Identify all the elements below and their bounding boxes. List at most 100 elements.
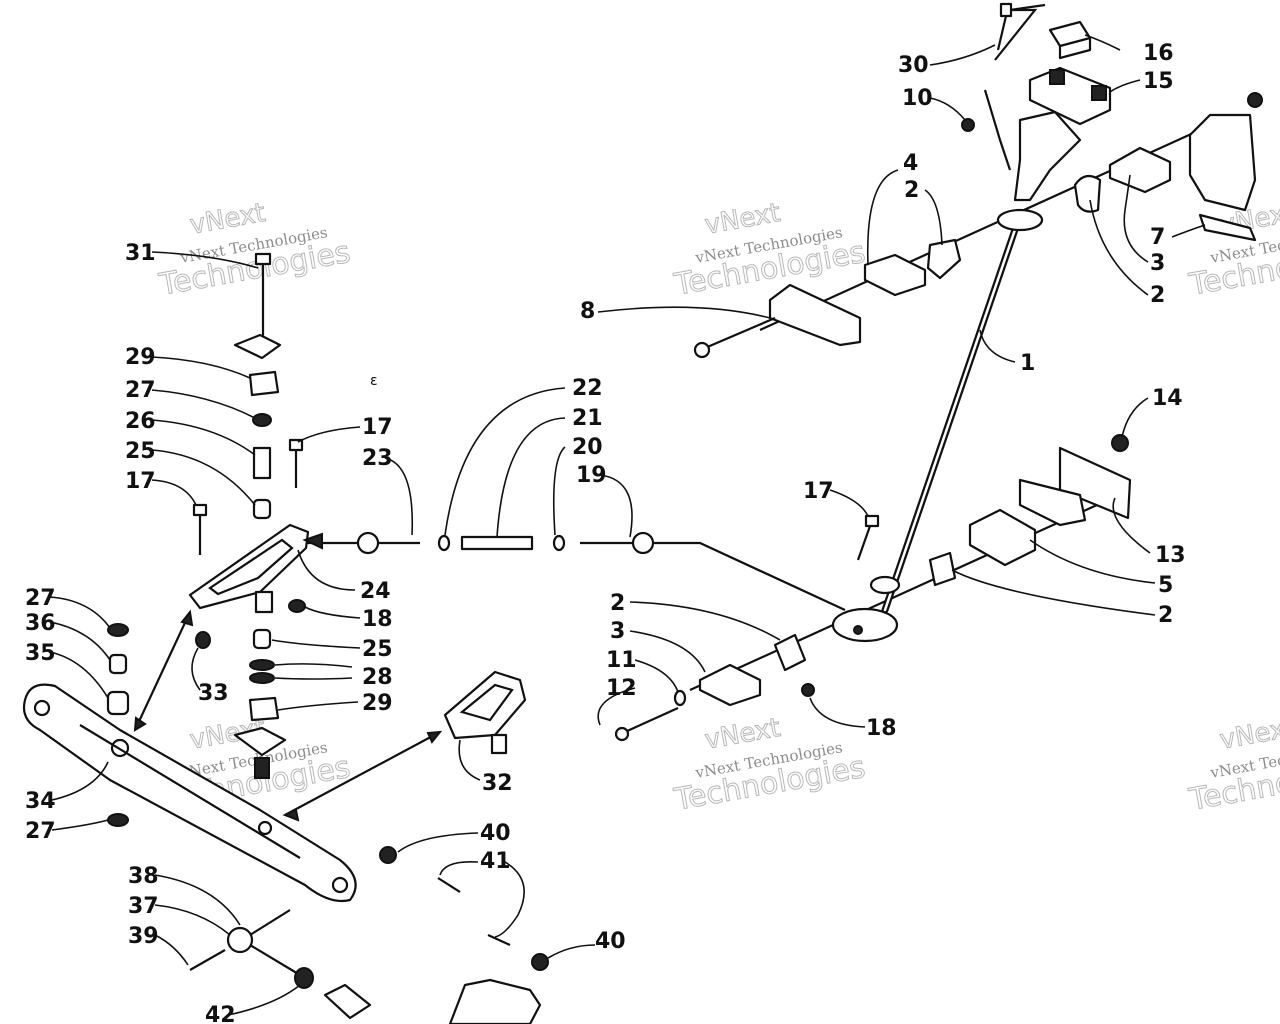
- bolt-8: [704, 316, 776, 350]
- callout-29-lower: 29: [362, 691, 393, 716]
- leader-lines: [49, 34, 1206, 1016]
- steering-post-lower-flange: [831, 607, 899, 643]
- callout-5: 5: [1158, 573, 1173, 598]
- callout-12: 12: [606, 676, 637, 701]
- nut-29-lower: [248, 696, 280, 722]
- callout-32: 32: [482, 771, 513, 796]
- pitman-arm-24: [188, 523, 310, 610]
- bolt-8-head: [693, 341, 711, 359]
- callout-24: 24: [360, 579, 391, 604]
- bolt-41-upper: [437, 877, 461, 893]
- callout-39: 39: [128, 924, 159, 949]
- steering-post-collar-lower: [869, 575, 901, 595]
- washer-27-left: [107, 623, 129, 637]
- nut-right-edge: [1247, 92, 1263, 108]
- callout-2-lower-right: 2: [1158, 603, 1173, 628]
- steering-arm-32-boss: [490, 733, 508, 755]
- bracket-7: [1188, 113, 1257, 212]
- callout-25-lower: 25: [362, 637, 393, 662]
- callout-36: 36: [25, 611, 56, 636]
- drag-link-34-hole-mid2: [257, 820, 273, 836]
- steering-post-shaft-highlight: [883, 213, 1022, 612]
- break-line-mid: [983, 89, 1012, 171]
- washer-11: [673, 689, 687, 707]
- nut-18-left: [288, 599, 306, 613]
- bolt-30: [996, 2, 1013, 51]
- drag-link-34-edge: [79, 724, 301, 859]
- watermark-brand-short: vNext: [1218, 713, 1280, 756]
- break-line-top: [994, 3, 1046, 61]
- callout-19: 19: [576, 463, 607, 488]
- plate-13-bracket: [1018, 478, 1087, 527]
- callout-23: 23: [362, 446, 393, 471]
- callout-10: 10: [902, 86, 933, 111]
- washer-27-top: [252, 413, 272, 427]
- callout-22: 22: [572, 376, 603, 401]
- callout-11: 11: [606, 648, 637, 673]
- callout-4: 4: [903, 151, 918, 176]
- rod-end-23: [356, 531, 380, 555]
- bearing-half-2-lower-left: [773, 633, 807, 672]
- nut-20: [552, 534, 566, 552]
- washer-28-a: [249, 659, 275, 671]
- tie-rod-lower-piece: [323, 983, 372, 1020]
- support-8: [768, 283, 862, 347]
- callout-28: 28: [362, 665, 393, 690]
- callout-37: 37: [128, 894, 159, 919]
- spindle-bottom: [448, 978, 542, 1024]
- callout-15: 15: [1143, 69, 1174, 94]
- callout-27-left: 27: [25, 586, 56, 611]
- callout-16: 16: [1143, 41, 1174, 66]
- callout-25-top: 25: [125, 439, 156, 464]
- steering-arm-32-inner: [459, 683, 514, 722]
- bearing-half-2-upper-left: [926, 238, 962, 280]
- clamp-16: [1048, 20, 1092, 60]
- callout-labels: 30 16 15 10 4 2 3 2 7 8 1 14 13 5 2 17 2…: [25, 41, 1186, 1024]
- watermark-brand-short: vNext: [188, 198, 268, 241]
- callout-26: 26: [125, 409, 156, 434]
- callout-35: 35: [25, 641, 56, 666]
- bolt-17-steering: [856, 514, 880, 561]
- callout-7: 7: [1150, 225, 1165, 250]
- callout-17-right: 17: [362, 415, 393, 440]
- callout-42: 42: [205, 1003, 236, 1024]
- callout-40-upper: 40: [480, 821, 511, 846]
- callout-31: 31: [125, 241, 156, 266]
- callout-27-top: 27: [125, 378, 156, 403]
- plate-13: [1058, 446, 1132, 520]
- nut-29-top: [248, 370, 280, 397]
- callout-29-top: 29: [125, 345, 156, 370]
- plate-31: [233, 333, 282, 360]
- callout-33: 33: [198, 681, 229, 706]
- nut-22: [437, 534, 451, 552]
- drag-link-34-hole-right: [331, 876, 349, 894]
- callout-13: 13: [1155, 543, 1186, 568]
- cap-4: [863, 253, 927, 297]
- callout-1: 1: [1020, 351, 1035, 376]
- drag-link-34: [22, 683, 357, 903]
- spacer-36: [108, 653, 128, 675]
- watermark-brand-short: vNext: [703, 198, 783, 241]
- stud-38: [249, 909, 291, 936]
- bolt-41-lower: [487, 933, 511, 947]
- callout-40-lower: 40: [595, 929, 626, 954]
- callout-14: 14: [1152, 386, 1183, 411]
- washer-27-bottom: [107, 813, 129, 827]
- bolt-12: [624, 706, 679, 734]
- drag-link-34-hole-left: [33, 699, 51, 717]
- callout-38: 38: [128, 864, 159, 889]
- link-line-left: [134, 611, 191, 731]
- callout-18-left: 18: [362, 607, 393, 632]
- plate-lower: [233, 726, 287, 757]
- nut-14: [1111, 434, 1129, 452]
- callout-17-left: 17: [125, 469, 156, 494]
- ball-joint-37: [226, 926, 254, 954]
- nut-18-right: [801, 683, 815, 697]
- clamp-15-block: [1091, 85, 1107, 101]
- bolt-31-head: [254, 252, 272, 266]
- nut-33: [195, 631, 211, 649]
- pitman-arm-24-boss: [254, 590, 274, 614]
- bolt-17-b: [192, 503, 208, 555]
- pitman-arm-24-inner: [208, 538, 294, 596]
